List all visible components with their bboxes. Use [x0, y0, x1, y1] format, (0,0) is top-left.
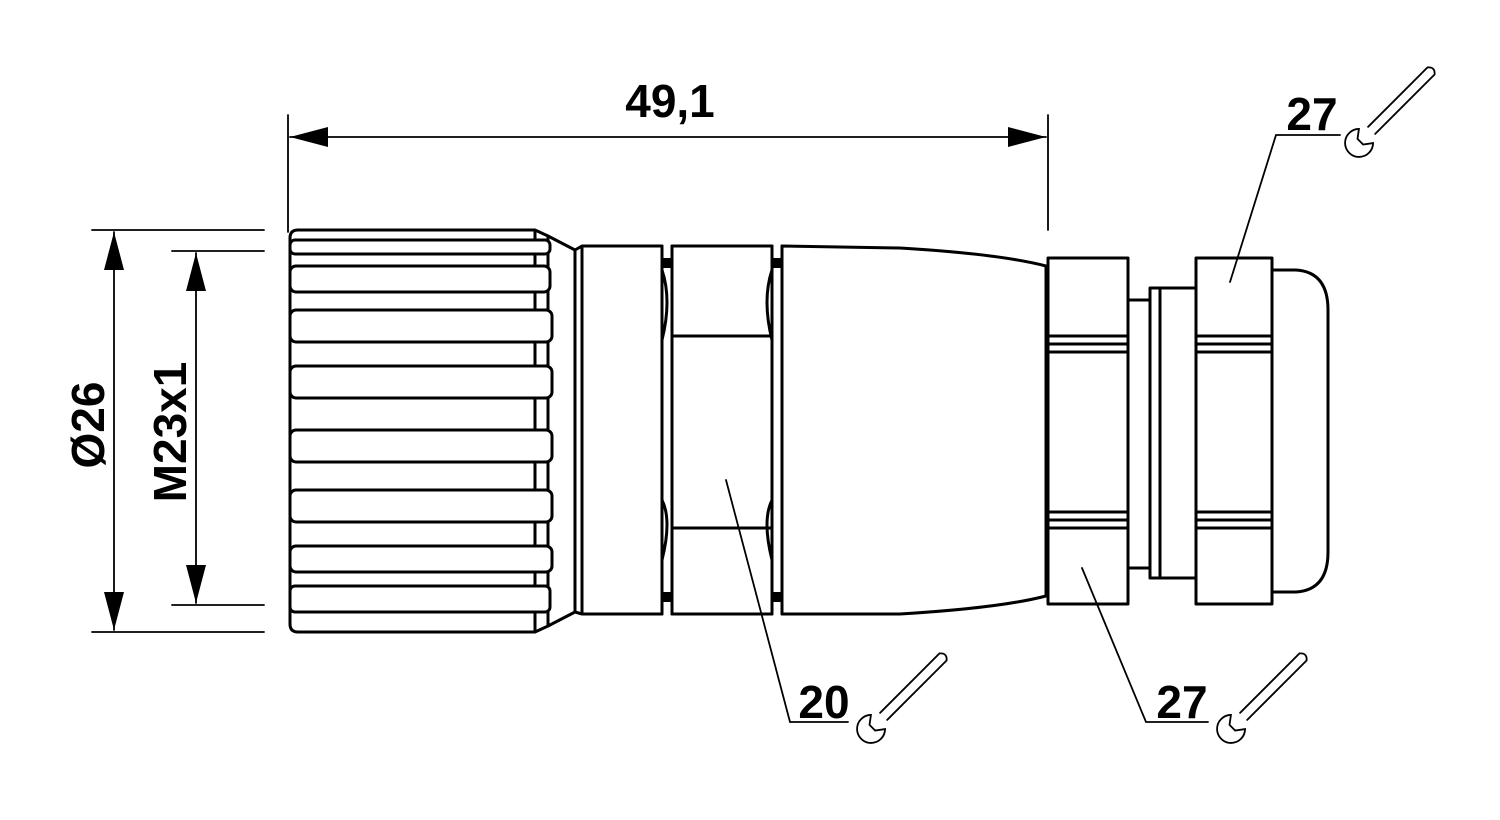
length-label: 49,1 [625, 75, 715, 127]
callout-wrench-20: 20 [725, 479, 948, 744]
length-dimension: 49,1 [287, 75, 1049, 233]
arrowhead-left [290, 127, 328, 147]
knurled-coupling-nut [288, 228, 577, 634]
wrench-icon [856, 652, 948, 744]
wrench-size-label: 27 [1286, 88, 1337, 140]
diameter-dimension: Ø26 [62, 229, 265, 633]
callout-wrench-27-bottom: 27 [1081, 567, 1308, 744]
wrench-icon [1216, 652, 1308, 744]
cable-gland [1046, 256, 1330, 606]
wrench-icon [1344, 66, 1436, 158]
callout-wrench-27-top: 27 [1229, 66, 1436, 283]
wrench-size-label: 27 [1156, 676, 1207, 728]
thread-dimension: M23x1 [144, 250, 265, 606]
connector-body [573, 244, 1048, 616]
thread-label: M23x1 [144, 362, 196, 503]
knurl-ridges [288, 238, 554, 614]
diameter-label: Ø26 [62, 382, 114, 469]
arrowhead-right [1008, 127, 1046, 147]
wrench-size-label: 20 [798, 676, 849, 728]
